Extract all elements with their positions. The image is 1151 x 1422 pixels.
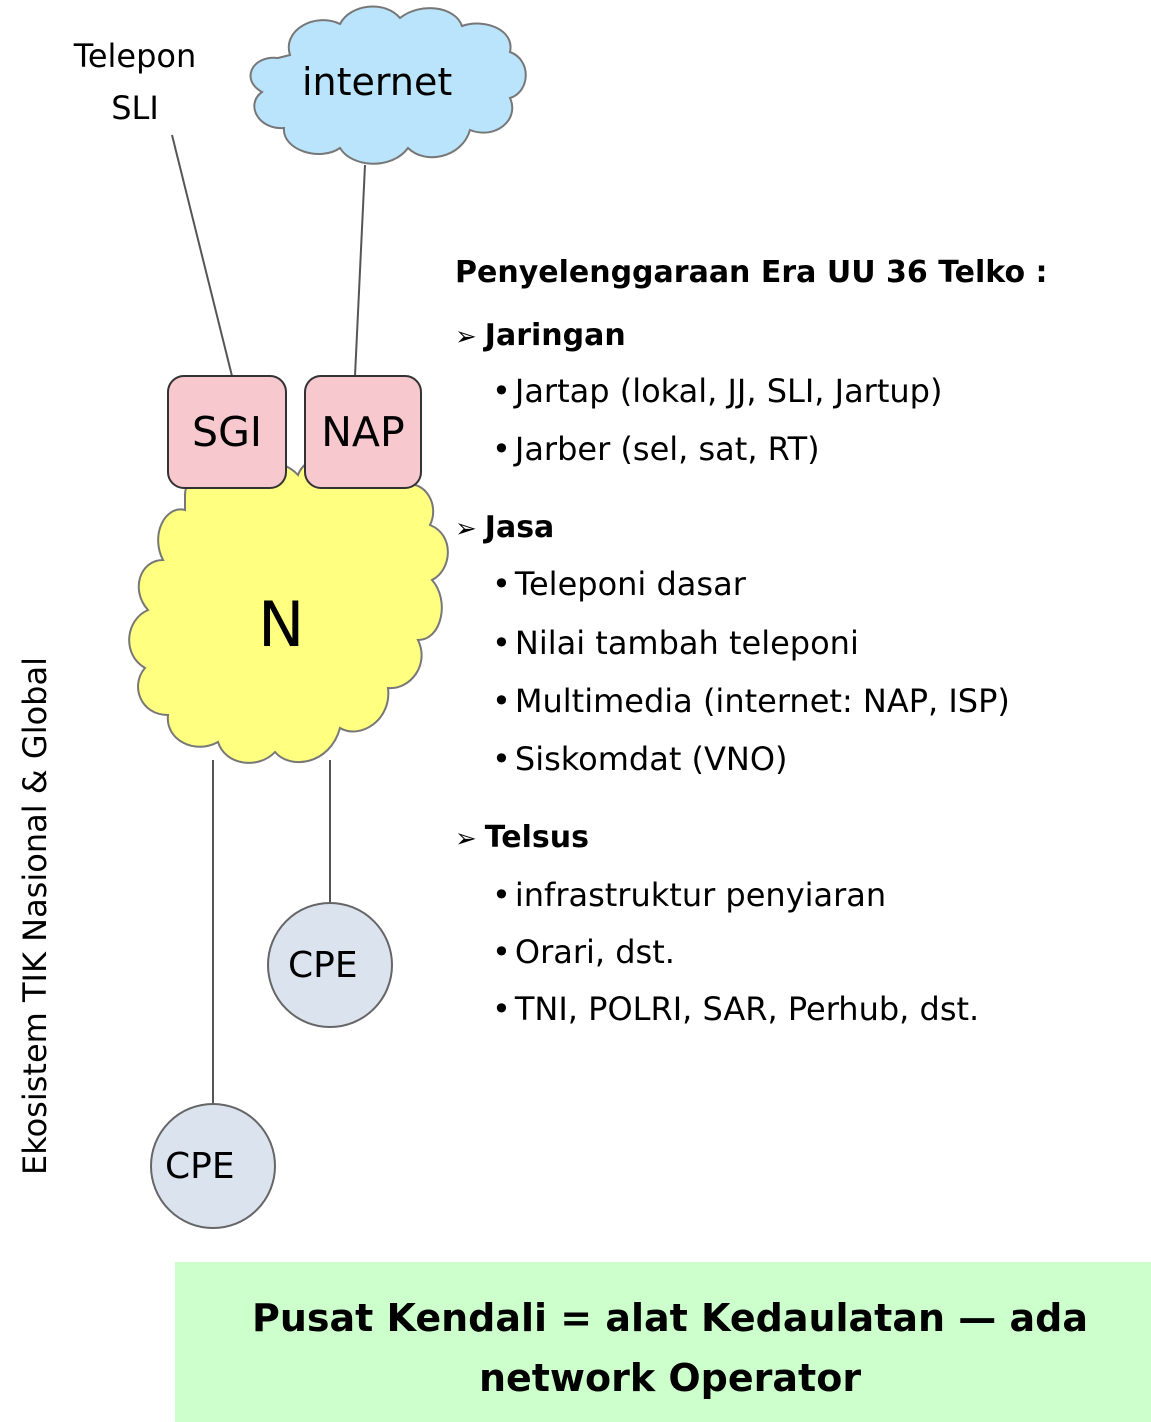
cpe-lower-label: CPE [165,1146,235,1187]
list-item: •Nilai tambah teleponi [492,624,859,662]
banner-line-2: network Operator [478,1356,862,1400]
bullet-icon: • [492,990,511,1028]
bullet-icon: • [492,876,511,914]
sli-text: SLI [111,89,159,127]
section-jaringan: ➢Jaringan [455,318,626,353]
telepon-sli-link [171,134,233,377]
list-item: •Orari, dst. [492,933,675,971]
arrow-icon: ➢ [455,514,477,544]
section-telsus: ➢Telsus [455,820,589,855]
ecosystem-vertical-label: Ekosistem TIK Nasional & Global [16,657,54,1175]
control-center-banner: Pusat Kendali = alat Kedaulatan — ada ne… [175,1262,1151,1422]
item-text: Jartap (lokal, JJ, SLI, Jartup) [514,372,943,410]
telepon-sli-label: Telepon SLI [55,30,215,134]
nap-label: NAP [321,408,405,456]
cpe-upper-label: CPE [288,945,358,986]
bullet-icon: • [492,682,511,720]
arrow-icon: ➢ [455,824,477,854]
list-item: •Teleponi dasar [492,565,746,603]
section-title: Jaringan [484,318,626,353]
item-text: Teleponi dasar [514,565,746,603]
internet-link [354,164,366,377]
list-item: •Multimedia (internet: NAP, ISP) [492,682,1010,720]
section-jasa: ➢Jasa [455,510,554,545]
cpe-upper-circle [267,902,393,1028]
item-text: Orari, dst. [514,933,675,971]
list-item: •TNI, POLRI, SAR, Perhub, dst. [492,990,979,1028]
section-title: Telsus [484,820,589,855]
bullet-icon: • [492,430,511,468]
bullet-icon: • [492,740,511,778]
network-label: N [258,588,305,661]
cpe-lower-circle [150,1103,276,1229]
item-text: infrastruktur penyiaran [514,876,887,914]
item-text: Siskomdat (VNO) [514,740,788,778]
panel-heading: Penyelenggaraan Era UU 36 Telko : [455,255,1048,290]
arrow-icon: ➢ [455,322,477,352]
item-text: Multimedia (internet: NAP, ISP) [514,682,1010,720]
sgi-box [167,375,287,489]
nap-box [304,375,422,489]
list-item: •Jarber (sel, sat, RT) [492,430,820,468]
list-item: •Siskomdat (VNO) [492,740,788,778]
bullet-icon: • [492,933,511,971]
list-item: •Jartap (lokal, JJ, SLI, Jartup) [492,372,942,410]
banner-line-1: Pusat Kendali = alat Kedaulatan — ada [252,1296,1088,1340]
bullet-icon: • [492,372,511,410]
list-item: •infrastruktur penyiaran [492,876,886,914]
bullet-icon: • [492,624,511,662]
telepon-text: Telepon [73,37,197,75]
sgi-label: SGI [192,408,262,456]
item-text: Nilai tambah teleponi [514,624,859,662]
internet-cloud [249,5,527,165]
bullet-icon: • [492,565,511,603]
internet-label: internet [302,60,453,104]
item-text: TNI, POLRI, SAR, Perhub, dst. [514,990,980,1028]
section-title: Jasa [484,510,555,545]
item-text: Jarber (sel, sat, RT) [514,430,820,468]
